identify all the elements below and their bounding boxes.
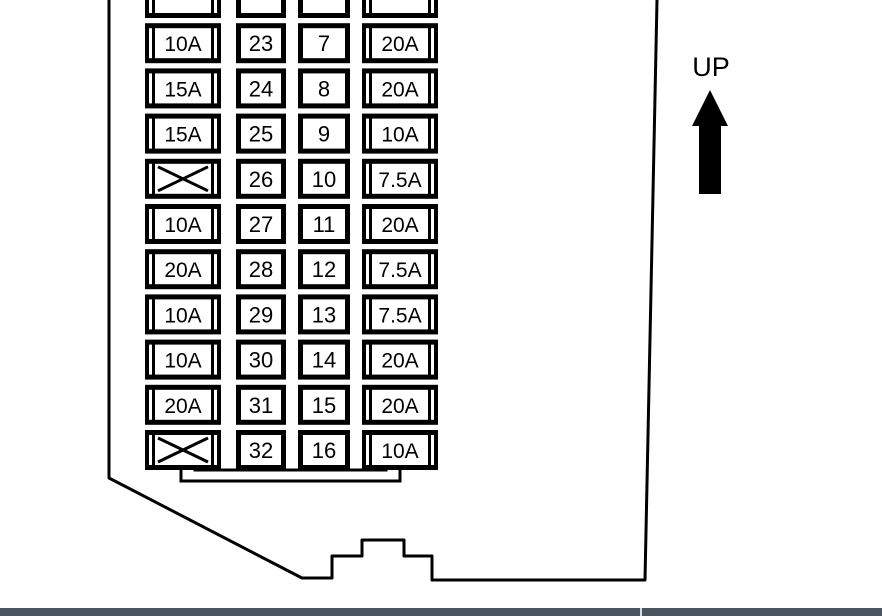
fuse-slot bbox=[362, 0, 438, 18]
fuse-number-label: 24 bbox=[249, 76, 273, 101]
fuse-slot: 23 bbox=[236, 23, 286, 64]
fuse-slot: 10A bbox=[145, 294, 221, 335]
fuse-rating-label: 20A bbox=[164, 395, 201, 418]
bottom-bar bbox=[0, 608, 882, 616]
bottom-bar-separator bbox=[640, 608, 642, 616]
fuse-slot: 10A bbox=[362, 430, 438, 470]
fuse-slot: 10A bbox=[362, 113, 438, 154]
fuse-grid: 10A 15A 15A 10A 20A 10A 10A 20A 23 24 25 26 27 28 29 30… bbox=[145, 0, 438, 470]
fuse-slot: 7.5A bbox=[362, 294, 438, 335]
up-label: UP bbox=[692, 52, 730, 82]
fuse-slot: 30 bbox=[236, 339, 286, 380]
fuse-slot: 14 bbox=[298, 339, 350, 380]
fuse-slot: 10 bbox=[298, 158, 350, 199]
fuse-slot: 10A bbox=[145, 204, 221, 244]
fuse-rating-label: 20A bbox=[381, 78, 418, 101]
fuse-slot: 20A bbox=[362, 339, 438, 380]
fuse-rating-label: 20A bbox=[381, 350, 418, 373]
fuse-slot: 10A bbox=[145, 339, 221, 380]
fuse-number-label: 13 bbox=[312, 302, 336, 327]
fuse-slot: 8 bbox=[298, 68, 350, 109]
fuse-slot: 15 bbox=[298, 384, 350, 425]
fuse-slot: 29 bbox=[236, 294, 286, 335]
fuse-slot: 28 bbox=[236, 249, 286, 290]
fuse-slot: 20A bbox=[145, 384, 221, 425]
fuse-slot bbox=[236, 0, 286, 18]
fuse-rating-label: 20A bbox=[381, 33, 418, 56]
fuse-number-label: 8 bbox=[318, 76, 330, 101]
fuse-slot bbox=[145, 430, 221, 470]
fuse-number-label: 7 bbox=[318, 31, 330, 56]
fuse-slot: 9 bbox=[298, 113, 350, 154]
empty-slot-icon bbox=[157, 436, 209, 464]
fuse-number-label: 32 bbox=[249, 438, 273, 463]
fuse-rating-label: 10A bbox=[164, 33, 201, 56]
fuse-box-housing bbox=[107, 0, 659, 582]
fuse-number-label: 16 bbox=[312, 438, 336, 463]
fuse-slot bbox=[145, 0, 221, 18]
connector-line-inner bbox=[193, 453, 388, 472]
fuse-slot: 20A bbox=[145, 249, 221, 290]
fuse-rating-label: 7.5A bbox=[378, 304, 421, 327]
fuse-slot: 11 bbox=[298, 204, 350, 244]
fuse-number-label: 9 bbox=[318, 122, 330, 147]
fuse-number-label: 31 bbox=[249, 393, 273, 418]
fuse-rating-label: 7.5A bbox=[378, 169, 421, 192]
fuse-rating-label: 20A bbox=[164, 259, 201, 282]
fuse-slot bbox=[145, 158, 221, 199]
empty-slot-icon bbox=[157, 165, 209, 193]
fuse-slot: 15A bbox=[145, 68, 221, 109]
fuse-number-label: 23 bbox=[249, 31, 273, 56]
fuse-slot: 26 bbox=[236, 158, 286, 199]
fuse-rating-label: 15A bbox=[164, 124, 201, 147]
fuse-slot: 32 bbox=[236, 430, 286, 470]
fuse-slot: 16 bbox=[298, 430, 350, 470]
fuse-number-label: 28 bbox=[249, 257, 273, 282]
fuse-number-label: 25 bbox=[249, 122, 273, 147]
fuse-slot: 27 bbox=[236, 204, 286, 244]
fuse-slot: 7.5A bbox=[362, 158, 438, 199]
fuse-slot: 25 bbox=[236, 113, 286, 154]
fuse-slot: 7 bbox=[298, 23, 350, 64]
fuse-rating-label: 7.5A bbox=[378, 259, 421, 282]
fuse-slot: 13 bbox=[298, 294, 350, 335]
fuse-rating-label: 15A bbox=[164, 78, 201, 101]
fuse-slot: 20A bbox=[362, 23, 438, 64]
fuse-slot: 10A bbox=[145, 23, 221, 64]
fuse-rating-label: 20A bbox=[381, 214, 418, 237]
fuse-number-label: 29 bbox=[249, 302, 273, 327]
fuse-number-label: 15 bbox=[312, 393, 336, 418]
fuse-slot: 20A bbox=[362, 68, 438, 109]
up-arrow-icon bbox=[692, 90, 728, 194]
fuse-number-label: 12 bbox=[312, 257, 336, 282]
fuse-number-label: 10 bbox=[312, 167, 336, 192]
fuse-rating-label: 10A bbox=[164, 350, 201, 373]
fuse-rating-label: 10A bbox=[381, 440, 418, 463]
fuse-number-label: 27 bbox=[249, 212, 273, 237]
fuse-rating-label: 10A bbox=[164, 214, 201, 237]
fuse-rating-label: 20A bbox=[381, 395, 418, 418]
fuse-slot: 15A bbox=[145, 113, 221, 154]
fuse-slot bbox=[298, 0, 350, 18]
fuse-slot: 24 bbox=[236, 68, 286, 109]
fuse-rating-label: 10A bbox=[164, 304, 201, 327]
fuse-number-label: 14 bbox=[312, 348, 336, 373]
fuse-number-label: 11 bbox=[313, 212, 336, 237]
fuse-slot: 20A bbox=[362, 384, 438, 425]
fuse-slot: 31 bbox=[236, 384, 286, 425]
fuse-slot: 12 bbox=[298, 249, 350, 290]
fuse-number-label: 30 bbox=[249, 348, 273, 373]
fuse-rating-label: 10A bbox=[381, 124, 418, 147]
fuse-slot: 7.5A bbox=[362, 249, 438, 290]
fuse-slot: 20A bbox=[362, 204, 438, 244]
fuse-number-label: 26 bbox=[249, 167, 273, 192]
